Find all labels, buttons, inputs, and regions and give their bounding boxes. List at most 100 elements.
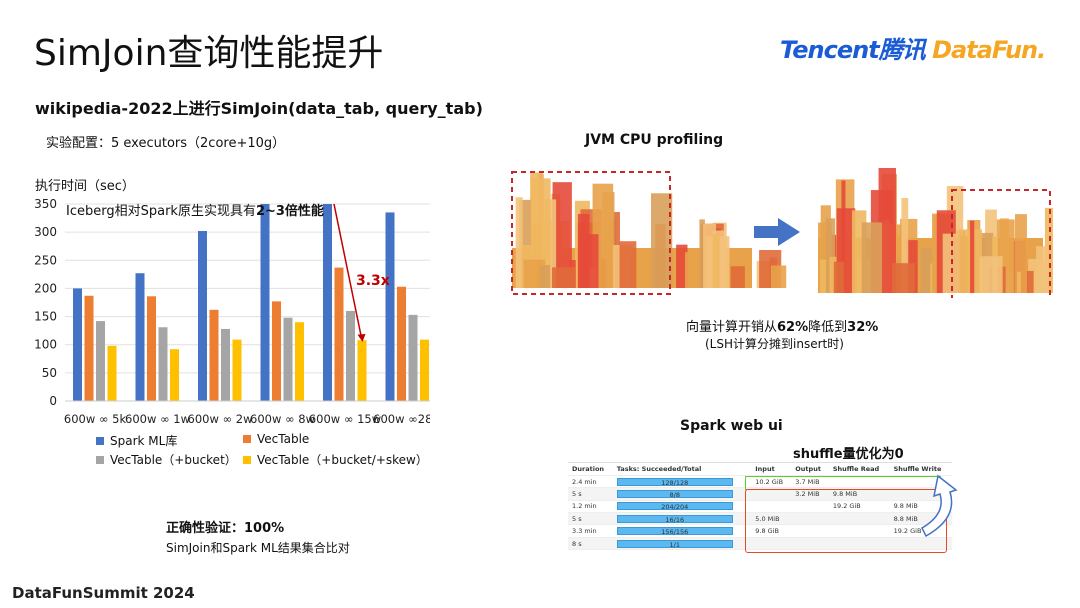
table-cell bbox=[791, 537, 829, 551]
legend-item: VecTable（+bucket） bbox=[96, 451, 237, 468]
flame-graphs bbox=[511, 168, 1053, 298]
curved-arrow-icon bbox=[921, 474, 958, 538]
flame-frame bbox=[712, 234, 720, 288]
legend-item: VecTable bbox=[243, 432, 309, 446]
y-tick-label: 250 bbox=[34, 253, 57, 267]
legend-swatch bbox=[96, 436, 104, 445]
bar bbox=[295, 322, 304, 401]
footer: DataFunSummit 2024 bbox=[12, 584, 195, 602]
table-cell: 9.8 MiB bbox=[828, 487, 890, 501]
flame-frame bbox=[651, 193, 673, 288]
bar bbox=[73, 288, 82, 401]
table-cell bbox=[828, 537, 890, 551]
flame-frame bbox=[878, 168, 896, 293]
legend-item: Spark ML库 bbox=[96, 432, 177, 449]
flame-frame bbox=[699, 219, 705, 288]
jvm-title: JVM CPU profiling bbox=[585, 132, 724, 148]
arrow-line bbox=[333, 203, 363, 339]
flame-frame bbox=[825, 218, 836, 293]
correctness-title: 正确性验证：100% bbox=[166, 521, 285, 536]
x-tick-label: 600w ∞ 15w bbox=[309, 412, 381, 426]
bar bbox=[232, 339, 242, 401]
task-progress-bar: 1/1 bbox=[616, 539, 733, 549]
annotation-bold: 2~3倍性能 bbox=[255, 204, 324, 219]
correctness-desc: SimJoin和Spark ML结果集合比对 bbox=[166, 541, 350, 555]
bar bbox=[170, 349, 179, 401]
flame-frame bbox=[891, 263, 915, 293]
flame-frame bbox=[730, 266, 745, 288]
flame-frame bbox=[820, 205, 831, 293]
table-cell: 3.2 MiB bbox=[791, 487, 829, 501]
flame-frame bbox=[523, 259, 546, 288]
text: 62% bbox=[777, 320, 809, 335]
table-cell: 3.3 min bbox=[568, 524, 613, 538]
legend-swatch bbox=[96, 455, 104, 464]
table-cell: 19.2 GiB bbox=[828, 500, 890, 514]
bar bbox=[346, 310, 355, 401]
flame-frame bbox=[970, 220, 975, 293]
bar bbox=[96, 321, 105, 401]
bar bbox=[107, 345, 117, 401]
column-header: Shuffle Read bbox=[828, 463, 890, 476]
table-cell bbox=[828, 475, 890, 489]
flame-frame bbox=[819, 259, 829, 293]
x-tick-label: 600w ∞ 1w bbox=[125, 412, 190, 426]
bar bbox=[221, 328, 230, 401]
column-header: Duration bbox=[568, 463, 613, 476]
y-tick-label: 150 bbox=[34, 310, 57, 324]
bar bbox=[420, 339, 429, 401]
bar bbox=[198, 231, 207, 401]
flame-frame bbox=[861, 222, 883, 293]
flame-frame bbox=[552, 267, 576, 288]
bar bbox=[209, 309, 219, 401]
bar bbox=[385, 212, 395, 401]
flame-frame bbox=[515, 197, 523, 288]
bar bbox=[158, 327, 168, 401]
y-tick-label: 300 bbox=[34, 225, 57, 239]
flame-frame bbox=[770, 265, 787, 288]
column-header: Tasks: Succeeded/Total bbox=[612, 463, 752, 476]
x-tick-label: 600w ∞ 5k bbox=[64, 412, 127, 426]
datafun-logo: DataFun. bbox=[932, 36, 1046, 64]
y-tick-label: 50 bbox=[42, 366, 57, 380]
x-tick-label: 600w ∞28w bbox=[373, 412, 430, 426]
table-cell: 8 s bbox=[568, 537, 613, 551]
flame-frame bbox=[577, 214, 590, 288]
highlight-box bbox=[511, 171, 671, 295]
text: 降低到 bbox=[808, 320, 848, 335]
legend-swatch bbox=[243, 435, 251, 443]
y-tick-label: 0 bbox=[49, 394, 57, 408]
bar bbox=[260, 204, 270, 401]
table-cell bbox=[828, 512, 890, 526]
flame-frame bbox=[829, 256, 837, 293]
subtitle: wikipedia-2022上进行SimJoin(data_tab, query… bbox=[35, 99, 483, 118]
y-axis-label: 执行时间（sec） bbox=[35, 179, 135, 194]
table-cell bbox=[791, 512, 829, 526]
logo: Tencent腾讯 DataFun. bbox=[780, 30, 1046, 65]
legend-label: VecTable（+bucket/+skew） bbox=[257, 453, 428, 467]
bar bbox=[334, 267, 344, 401]
flame-frame bbox=[979, 256, 1003, 293]
table-cell: 5 s bbox=[568, 487, 613, 501]
task-progress-bar: 8/8 bbox=[616, 489, 733, 499]
bar bbox=[283, 317, 293, 401]
flame-frame bbox=[539, 265, 551, 288]
table-cell bbox=[828, 524, 890, 538]
x-tick-label: 600w ∞ 2w bbox=[188, 412, 253, 426]
table-cell bbox=[889, 537, 952, 551]
flame-frame bbox=[841, 180, 846, 293]
table-cell: 204/204 bbox=[612, 500, 752, 514]
flame-frame bbox=[833, 261, 845, 293]
table-cell: 1/1 bbox=[612, 537, 752, 551]
table-cell bbox=[751, 487, 792, 501]
flame-frame bbox=[901, 198, 909, 293]
legend-label: Spark ML库 bbox=[110, 434, 178, 448]
tencent-logo: Tencent腾讯 bbox=[780, 36, 926, 64]
table-cell: 1.2 min bbox=[568, 500, 613, 514]
bar bbox=[357, 340, 367, 401]
bar bbox=[408, 314, 418, 401]
